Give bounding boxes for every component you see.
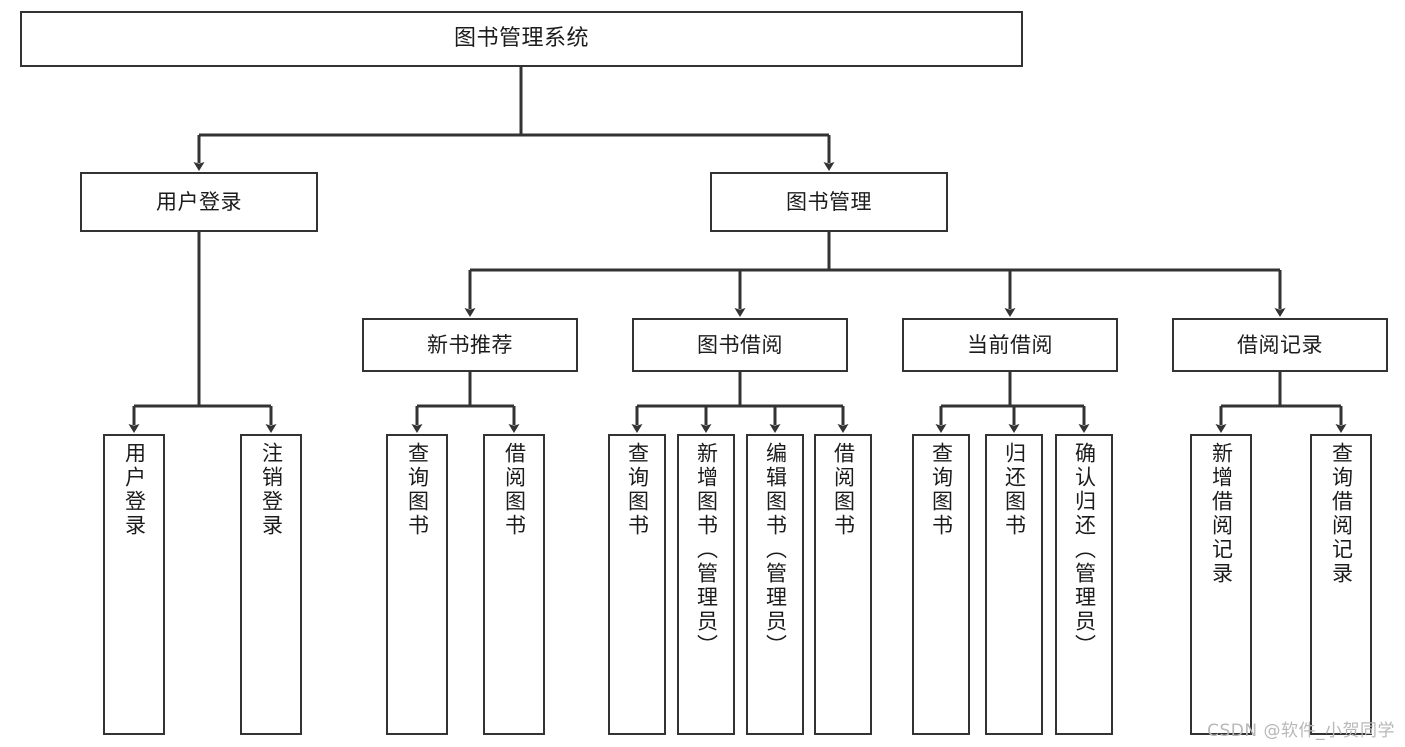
node-current-borrow[interactable]: 当前借阅 — [902, 318, 1118, 372]
node-leaf-rec-query[interactable]: 查询图书 — [386, 434, 448, 735]
node-leaf-cb-confirm-label: 确认归还（管理员） — [1072, 442, 1097, 658]
node-leaf-bb-edit-label: 编辑图书（管理员） — [763, 442, 788, 658]
node-leaf-bb-borrow-label: 借阅图书 — [831, 442, 856, 538]
node-root-label: 图书管理系统 — [453, 26, 589, 52]
node-leaf-user-login[interactable]: 用户登录 — [103, 434, 165, 735]
node-leaf-rec-query-label: 查询图书 — [405, 442, 430, 538]
node-leaf-br-query-label: 查询借阅记录 — [1329, 442, 1354, 586]
node-book-borrow-label: 图书借阅 — [697, 332, 783, 357]
node-new-book-rec[interactable]: 新书推荐 — [362, 318, 578, 372]
node-leaf-user-logout[interactable]: 注销登录 — [240, 434, 302, 735]
node-leaf-cb-confirm[interactable]: 确认归还（管理员） — [1055, 434, 1113, 735]
node-user-login[interactable]: 用户登录 — [80, 172, 318, 232]
node-book-manage[interactable]: 图书管理 — [710, 172, 948, 232]
node-borrow-record[interactable]: 借阅记录 — [1172, 318, 1388, 372]
node-leaf-br-add-label: 新增借阅记录 — [1209, 442, 1234, 586]
node-book-borrow[interactable]: 图书借阅 — [632, 318, 848, 372]
node-leaf-rec-borrow-label: 借阅图书 — [502, 442, 527, 538]
node-leaf-rec-borrow[interactable]: 借阅图书 — [483, 434, 545, 735]
node-leaf-cb-query-label: 查询图书 — [929, 442, 954, 538]
node-leaf-bb-borrow[interactable]: 借阅图书 — [814, 434, 872, 735]
csdn-watermark: CSDN @软件_小贺同学 — [1207, 721, 1395, 741]
node-new-book-rec-label: 新书推荐 — [427, 332, 513, 357]
node-leaf-bb-add[interactable]: 新增图书（管理员） — [677, 434, 735, 735]
node-leaf-user-logout-label: 注销登录 — [259, 442, 284, 538]
node-leaf-bb-add-label: 新增图书（管理员） — [694, 442, 719, 658]
node-current-borrow-label: 当前借阅 — [967, 332, 1053, 357]
node-leaf-user-login-label: 用户登录 — [122, 442, 147, 538]
node-leaf-cb-return[interactable]: 归还图书 — [985, 434, 1043, 735]
node-leaf-bb-query[interactable]: 查询图书 — [608, 434, 666, 735]
node-leaf-br-query[interactable]: 查询借阅记录 — [1310, 434, 1372, 735]
node-leaf-bb-query-label: 查询图书 — [625, 442, 650, 538]
node-book-manage-label: 图书管理 — [786, 189, 872, 214]
node-leaf-bb-edit[interactable]: 编辑图书（管理员） — [746, 434, 804, 735]
node-leaf-cb-return-label: 归还图书 — [1002, 442, 1027, 538]
node-root[interactable]: 图书管理系统 — [20, 11, 1023, 67]
node-user-login-label: 用户登录 — [156, 189, 242, 214]
node-leaf-cb-query[interactable]: 查询图书 — [912, 434, 970, 735]
node-borrow-record-label: 借阅记录 — [1237, 332, 1323, 357]
node-leaf-br-add[interactable]: 新增借阅记录 — [1190, 434, 1252, 735]
